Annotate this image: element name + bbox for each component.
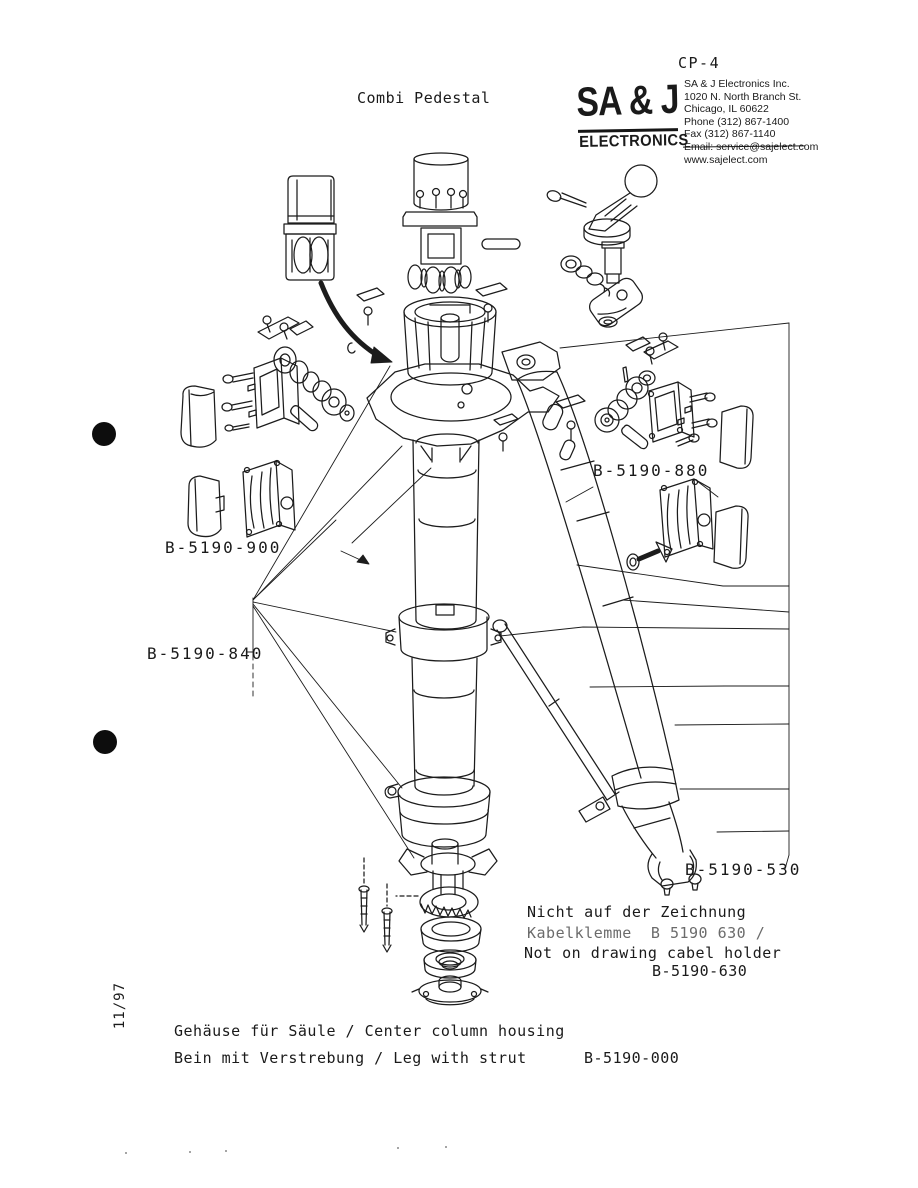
part-label-b-5190-530: B-5190-530 [685, 860, 802, 879]
note-part-number: B-5190-630 [652, 962, 748, 980]
cable-arrow [318, 280, 393, 364]
upper-column-tube [412, 433, 480, 630]
left-brake-assembly [180, 315, 355, 448]
leader-lines [246, 322, 790, 870]
base-bearing-stack [358, 838, 498, 1006]
right-leg-clamp-housing [659, 478, 749, 569]
part-label-b-5190-840: B-5190-840 [147, 644, 264, 663]
stamp-company: SA & J Electronics Inc. [684, 78, 790, 90]
lower-column-tube [411, 657, 478, 796]
stamp-website: www.sajelect.com [684, 153, 768, 166]
stamp-address1: 1020 N. North Branch St. [684, 90, 802, 103]
pin-rod [481, 238, 521, 250]
note-line-kabelklemme: Kabelklemme B 5190 630 / [527, 924, 766, 942]
page-title: Combi Pedestal [357, 89, 491, 107]
note-line-english: Not on drawing cabel holder [524, 944, 782, 962]
lock-knob-assembly [283, 175, 337, 281]
clamp-lever-assembly [546, 164, 658, 328]
footer-part-number: B-5190-000 [584, 1049, 680, 1067]
spider-casting [347, 282, 586, 452]
stamp-logo-subtitle: ELECTRONICS [579, 131, 689, 151]
page-code: CP-4 [678, 54, 721, 72]
stamp-address-block: SA & J Electronics Inc. 1020 N. North Br… [684, 78, 818, 166]
clamp-collar [384, 776, 491, 848]
scan-specks [125, 1146, 447, 1154]
stamp-logo: SA & J [575, 75, 680, 125]
top-wedge-assembly [402, 152, 478, 294]
stamp-phone: Phone (312) 867-1400 [684, 115, 790, 128]
mid-casting [385, 603, 502, 662]
leg-with-strut [492, 341, 702, 896]
part-label-b-5190-880: B-5190-880 [593, 461, 710, 480]
note-line-german: Nicht auf der Zeichnung [527, 903, 747, 921]
right-brake-assembly [594, 332, 754, 469]
left-leg-clamp-housing [187, 459, 296, 538]
footer-housing-line: Gehäuse für Säule / Center column housin… [174, 1022, 565, 1040]
punch-holes [92, 422, 117, 754]
stamp-address2: Chicago, IL 60622 [684, 103, 769, 116]
column-top-cup [403, 296, 497, 386]
margin-date-note: 11/97 [112, 982, 128, 1030]
stamp-fax: Fax (312) 867-1140 [684, 128, 776, 141]
part-label-b-5190-900: B-5190-900 [165, 538, 282, 557]
footer-leg-line: Bein mit Verstrebung / Leg with strut [174, 1049, 527, 1067]
